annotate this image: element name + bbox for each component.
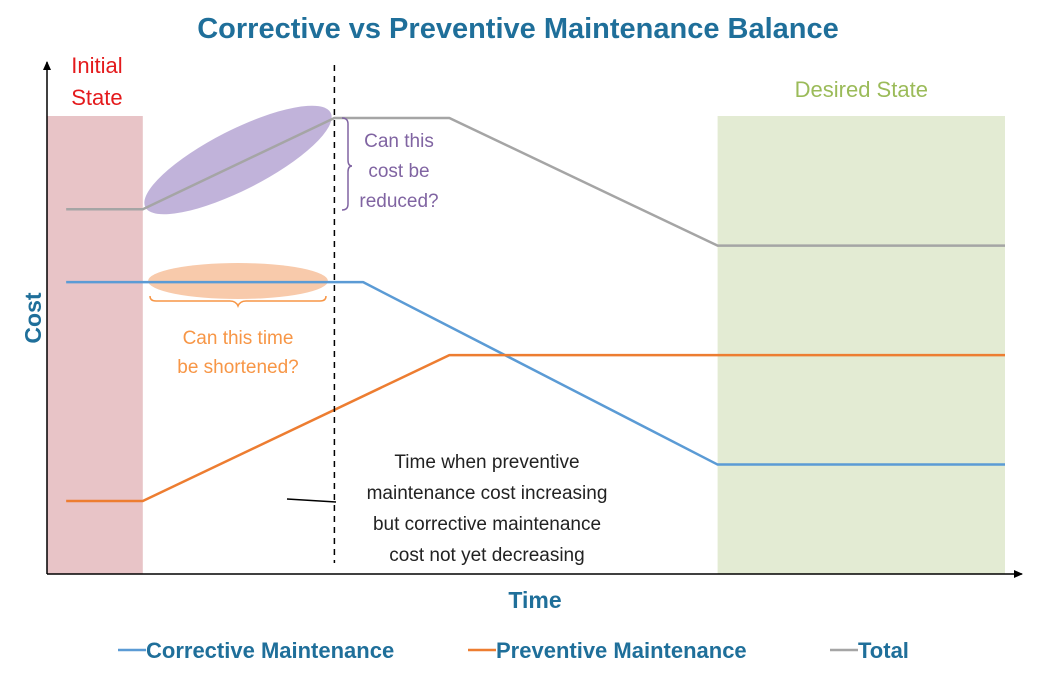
time-brace xyxy=(149,295,327,309)
annotation-line: Can this time xyxy=(183,328,294,349)
annotation-line: Time when preventive xyxy=(394,452,579,473)
legend-label: Corrective Maintenance xyxy=(146,638,394,663)
time-question-annotation: Can this time be shortened? xyxy=(177,328,299,378)
series-line-corrective-maintenance xyxy=(66,280,1005,466)
legend-label: Total xyxy=(858,638,909,663)
desired-state-label: Desired State xyxy=(795,77,928,102)
annotation-line: cost not yet decreasing xyxy=(389,545,584,566)
annotation-line: be shortened? xyxy=(177,357,299,378)
cost-highlight-ellipse xyxy=(144,105,332,215)
initial-state-region xyxy=(47,116,143,574)
annotation-line: but corrective maintenance xyxy=(373,514,601,535)
cost-brace xyxy=(341,117,353,211)
chart-title: Corrective vs Preventive Maintenance Bal… xyxy=(197,13,839,45)
series-line-preventive-maintenance xyxy=(66,353,1005,503)
legend: Corrective Maintenance Preventive Mainten… xyxy=(118,638,909,663)
annotation-line: reduced? xyxy=(359,191,438,212)
note-pointer-line xyxy=(286,498,337,503)
annotation-line: maintenance cost increasing xyxy=(367,483,608,504)
cost-question-annotation: Can this cost be reduced? xyxy=(359,131,438,212)
time-gap-note: Time when preventive maintenance cost inc… xyxy=(367,452,608,566)
annotation-line: cost be xyxy=(368,161,429,182)
annotation-line: Desired State xyxy=(795,77,928,102)
annotation-line: Initial xyxy=(71,53,122,78)
annotation-line: Can this xyxy=(364,131,434,152)
series-layer xyxy=(66,116,1005,503)
y-axis-title: Cost xyxy=(20,292,46,343)
desired-state-region xyxy=(717,116,1005,574)
legend-label: Preventive Maintenance xyxy=(496,638,747,663)
x-axis-title: Time xyxy=(508,587,561,613)
series-line-total xyxy=(66,116,1005,247)
annotation-line: State xyxy=(71,85,122,110)
